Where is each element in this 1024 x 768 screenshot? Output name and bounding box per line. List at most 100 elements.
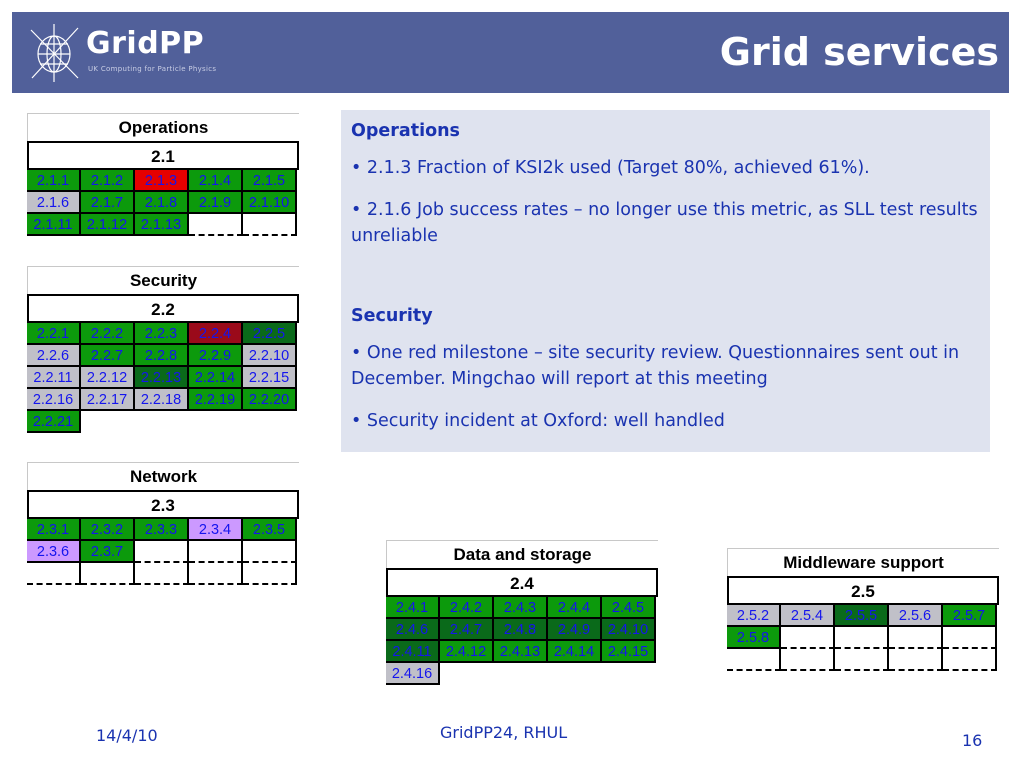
milestone-cell: 2.1.2 [81, 170, 135, 192]
info-panel: Operations • 2.1.3 Fraction of KSI2k use… [341, 110, 990, 452]
empty-milestone-cell [943, 627, 997, 649]
milestone-cell: 2.1.3 [135, 170, 189, 192]
empty-milestone-cell [135, 563, 189, 585]
milestone-cell: 2.2.11 [27, 367, 81, 389]
empty-milestone-cell [243, 541, 297, 563]
milestone-cell: 2.1.4 [189, 170, 243, 192]
milestone-cell: 2.5.7 [943, 605, 997, 627]
header-bar: GridPP UK Computing for Particle Physics… [12, 12, 1009, 93]
milestone-cell: 2.2.12 [81, 367, 135, 389]
empty-milestone-cell [835, 649, 889, 671]
table-number: 2.5 [727, 576, 999, 605]
milestone-cell: 2.1.7 [81, 192, 135, 214]
milestone-cell: 2.1.13 [135, 214, 189, 236]
milestone-cell: 2.4.14 [548, 641, 602, 663]
milestone-cell: 2.3.6 [27, 541, 81, 563]
milestone-cell: 2.4.16 [386, 663, 440, 685]
empty-milestone-cell [135, 411, 189, 433]
milestone-cell: 2.3.1 [27, 519, 81, 541]
milestone-cell: 2.2.10 [243, 345, 297, 367]
milestone-cell: 2.4.10 [602, 619, 656, 641]
milestone-cell: 2.2.1 [27, 323, 81, 345]
table-number: 2.3 [27, 490, 299, 519]
empty-milestone-cell [889, 649, 943, 671]
footer-date: 14/4/10 [96, 726, 158, 745]
empty-milestone-cell [243, 411, 297, 433]
empty-milestone-cell [440, 663, 494, 685]
milestone-cell: 2.3.2 [81, 519, 135, 541]
empty-milestone-cell [781, 649, 835, 671]
empty-milestone-cell [494, 663, 548, 685]
empty-milestone-cell [189, 411, 243, 433]
security-heading: Security [351, 306, 433, 326]
milestone-cell: 2.5.8 [727, 627, 781, 649]
milestone-cell: 2.2.5 [243, 323, 297, 345]
milestone-cell: 2.2.19 [189, 389, 243, 411]
page-number: 16 [962, 731, 983, 750]
empty-milestone-cell [889, 627, 943, 649]
empty-milestone-cell [602, 663, 656, 685]
milestone-cell: 2.3.3 [135, 519, 189, 541]
empty-milestone-cell [943, 649, 997, 671]
operations-bullet: • 2.1.6 Job success rates – no longer us… [351, 200, 978, 246]
slide-title: Grid services [719, 30, 999, 74]
milestone-cell: 2.1.6 [27, 192, 81, 214]
milestone-cell: 2.5.5 [835, 605, 889, 627]
milestone-cell: 2.2.15 [243, 367, 297, 389]
milestone-cell: 2.2.7 [81, 345, 135, 367]
milestone-cell: 2.2.20 [243, 389, 297, 411]
gridpp-logo: GridPP UK Computing for Particle Physics [28, 20, 238, 84]
table-number: 2.2 [27, 294, 299, 323]
milestone-cell: 2.1.9 [189, 192, 243, 214]
logo-text: GridPP [86, 26, 205, 61]
empty-milestone-cell [81, 411, 135, 433]
milestone-cell: 2.5.6 [889, 605, 943, 627]
milestone-cell: 2.1.8 [135, 192, 189, 214]
milestone-cell: 2.4.15 [602, 641, 656, 663]
empty-milestone-cell [243, 563, 297, 585]
milestone-cell: 2.4.7 [440, 619, 494, 641]
table-caption: Operations [27, 113, 299, 141]
milestone-cell: 2.4.8 [494, 619, 548, 641]
milestone-cell: 2.4.5 [602, 597, 656, 619]
milestone-cell: 2.1.5 [243, 170, 297, 192]
milestone-cell: 2.2.17 [81, 389, 135, 411]
empty-milestone-cell [189, 541, 243, 563]
milestone-cell: 2.4.9 [548, 619, 602, 641]
security-bullet: • One red milestone – site security revi… [351, 343, 960, 389]
table-caption: Middleware support [727, 548, 999, 576]
milestone-cell: 2.4.13 [494, 641, 548, 663]
footer-event: GridPP24, RHUL [440, 723, 568, 742]
milestone-cell: 2.2.6 [27, 345, 81, 367]
milestone-cell: 2.4.4 [548, 597, 602, 619]
milestone-cell: 2.5.2 [727, 605, 781, 627]
milestone-cell: 2.4.11 [386, 641, 440, 663]
security-bullet: • Security incident at Oxford: well hand… [351, 411, 725, 431]
operations-heading: Operations [351, 121, 460, 141]
milestone-cell: 2.1.10 [243, 192, 297, 214]
operations-bullet: • 2.1.3 Fraction of KSI2k used (Target 8… [351, 158, 870, 178]
milestone-cell: 2.2.9 [189, 345, 243, 367]
milestone-cell: 2.2.16 [27, 389, 81, 411]
table-caption: Security [27, 266, 299, 294]
empty-milestone-cell [189, 214, 243, 236]
milestone-cell: 2.1.11 [27, 214, 81, 236]
milestone-cell: 2.2.8 [135, 345, 189, 367]
empty-milestone-cell [81, 563, 135, 585]
milestone-cell: 2.2.4 [189, 323, 243, 345]
milestone-cell: 2.2.3 [135, 323, 189, 345]
logo-tagline: UK Computing for Particle Physics [88, 65, 217, 73]
milestone-cell: 2.1.12 [81, 214, 135, 236]
empty-milestone-cell [189, 563, 243, 585]
globe-icon [30, 24, 79, 82]
empty-milestone-cell [27, 563, 81, 585]
